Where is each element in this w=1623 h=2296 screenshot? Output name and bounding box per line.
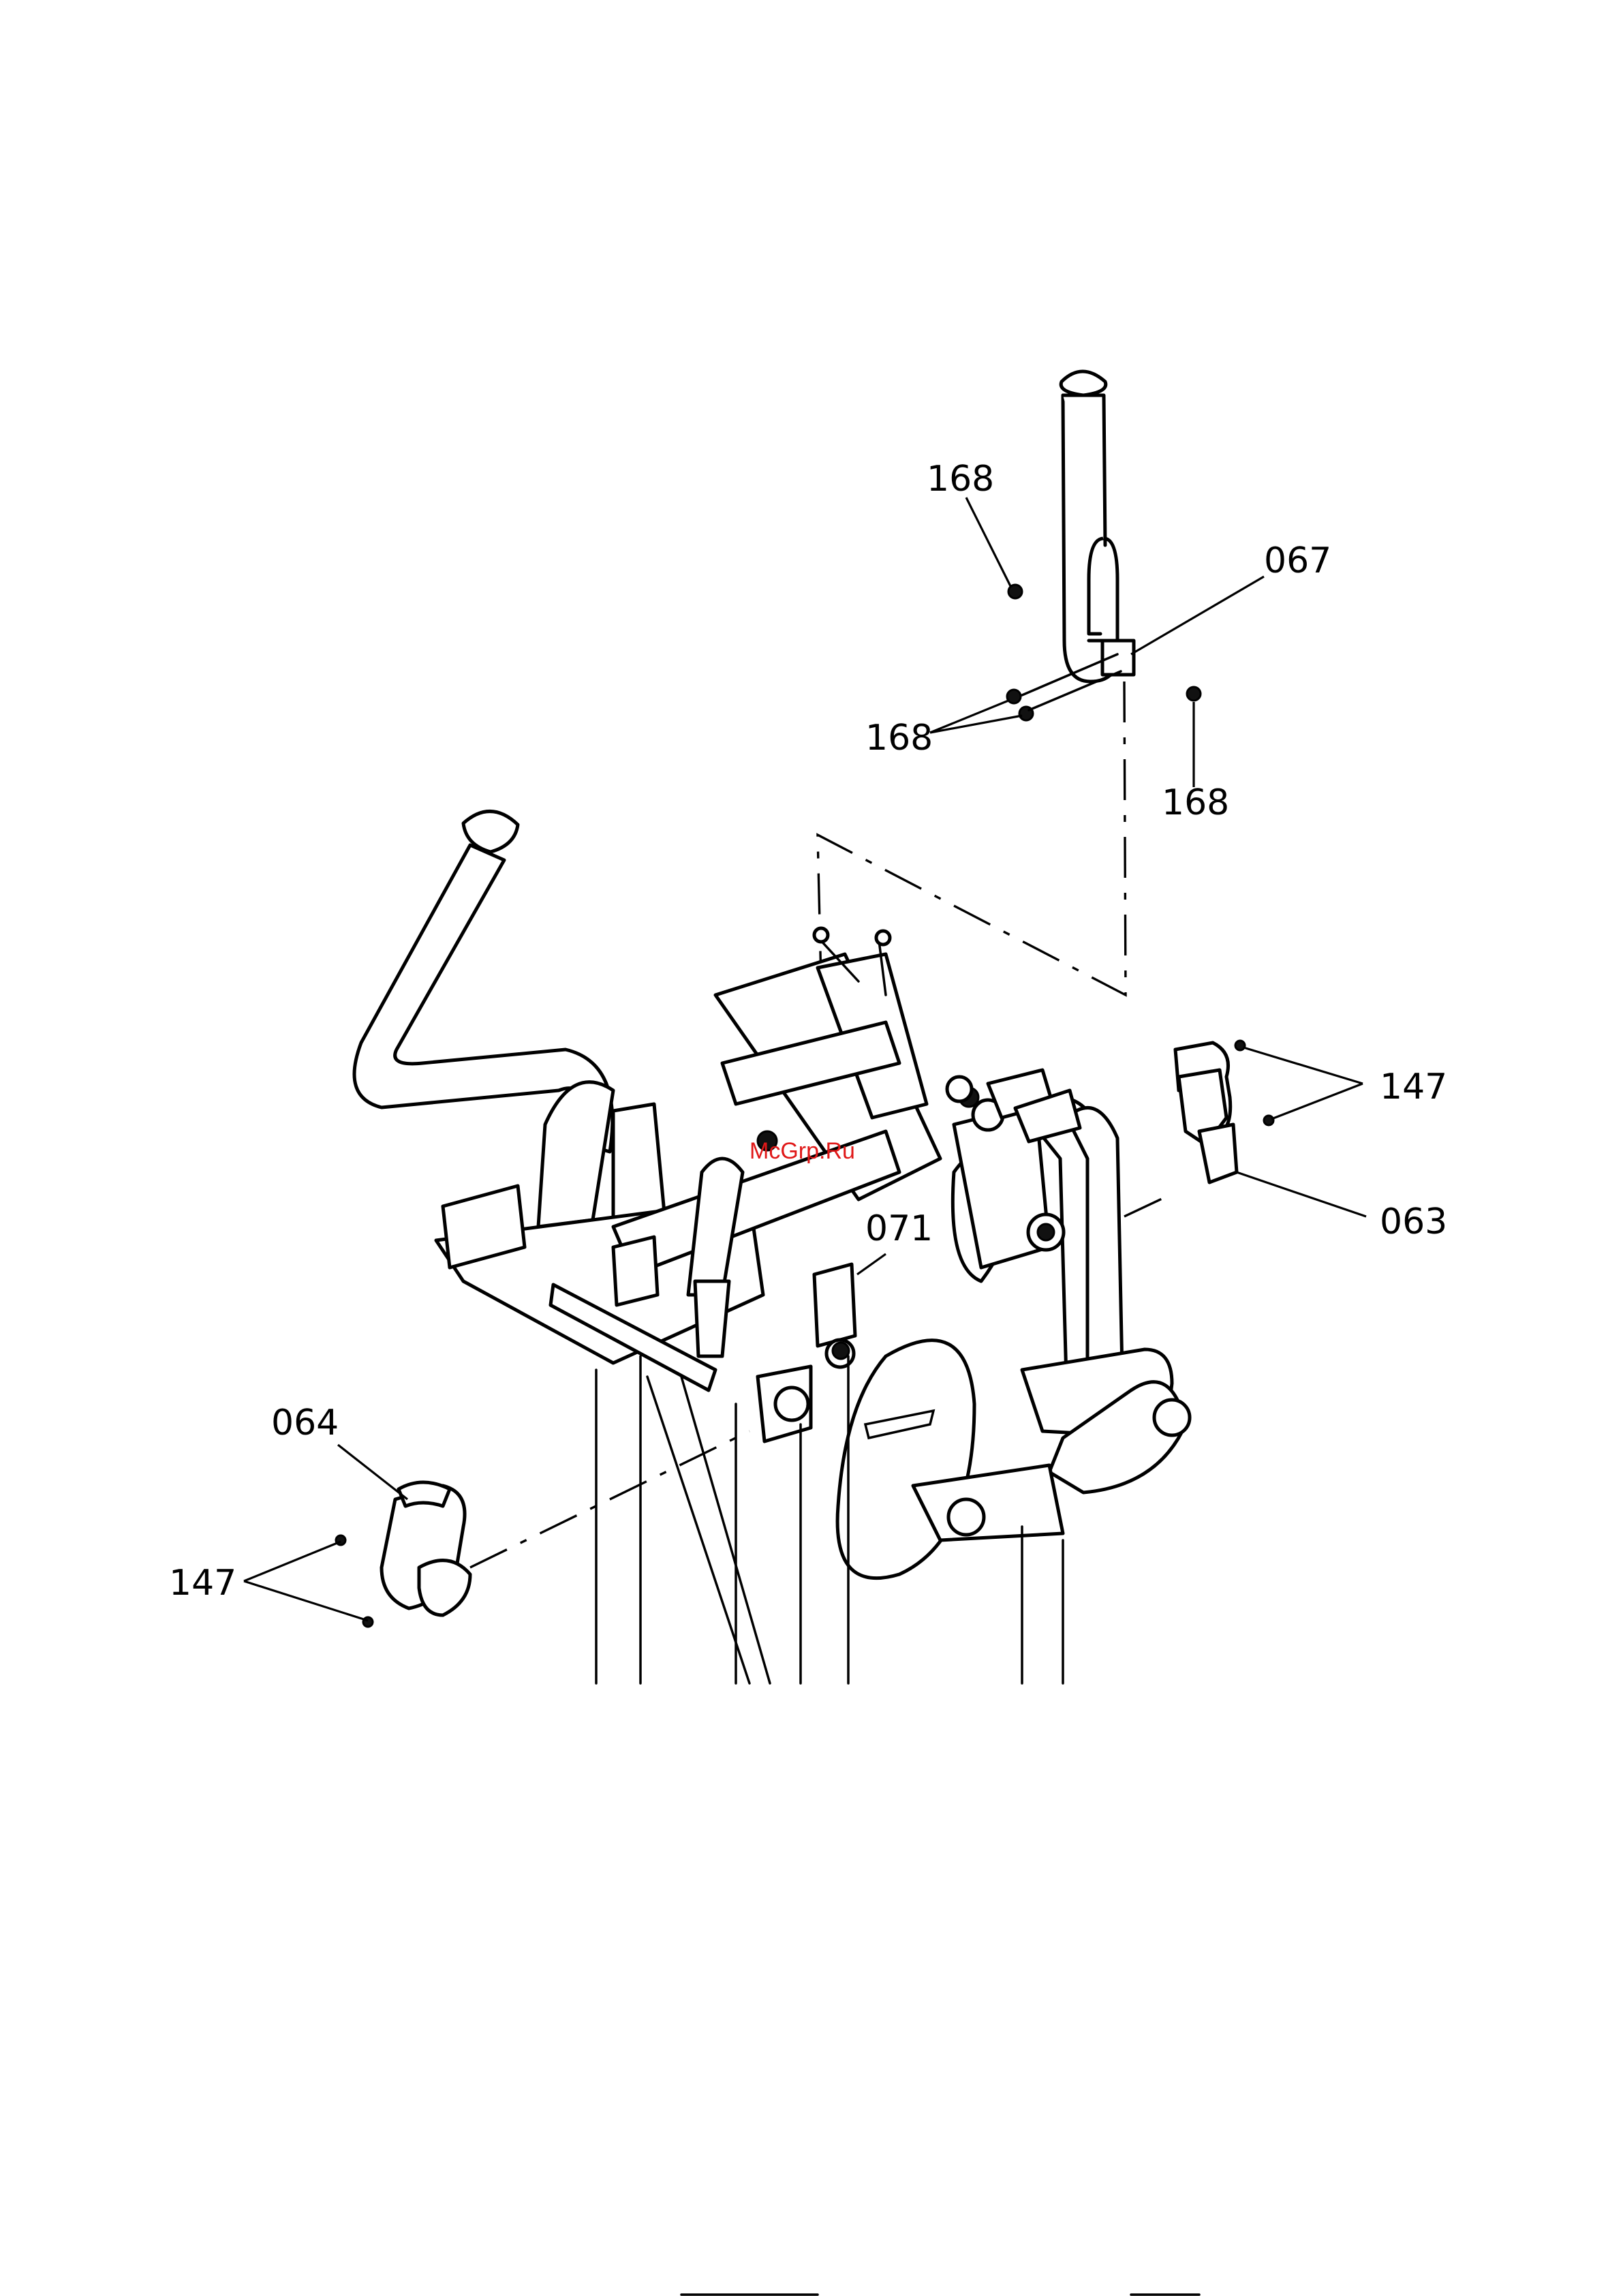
main-frame bbox=[354, 811, 978, 1441]
cover-064 bbox=[336, 1482, 470, 1627]
callout-168-right: 168 bbox=[1162, 782, 1229, 823]
callout-064: 064 bbox=[271, 1403, 339, 1443]
callout-147-left: 147 bbox=[169, 1563, 236, 1604]
assembly-path-064 bbox=[470, 1431, 749, 1567]
callout-168-top: 168 bbox=[927, 459, 994, 500]
callout-063: 063 bbox=[1380, 1201, 1447, 1242]
callout-071: 071 bbox=[865, 1208, 933, 1249]
callout-168-left: 168 bbox=[865, 718, 933, 759]
upper-handlebar-assembly bbox=[1007, 371, 1201, 720]
watermark-text: McGrp.Ru bbox=[749, 1138, 855, 1164]
assembly-path-063 bbox=[1124, 1194, 1172, 1216]
cover-063 bbox=[1175, 1041, 1273, 1182]
callout-147-right: 147 bbox=[1380, 1067, 1447, 1107]
callout-067: 067 bbox=[1264, 540, 1331, 581]
assembly-path-handlebar bbox=[818, 682, 1126, 995]
